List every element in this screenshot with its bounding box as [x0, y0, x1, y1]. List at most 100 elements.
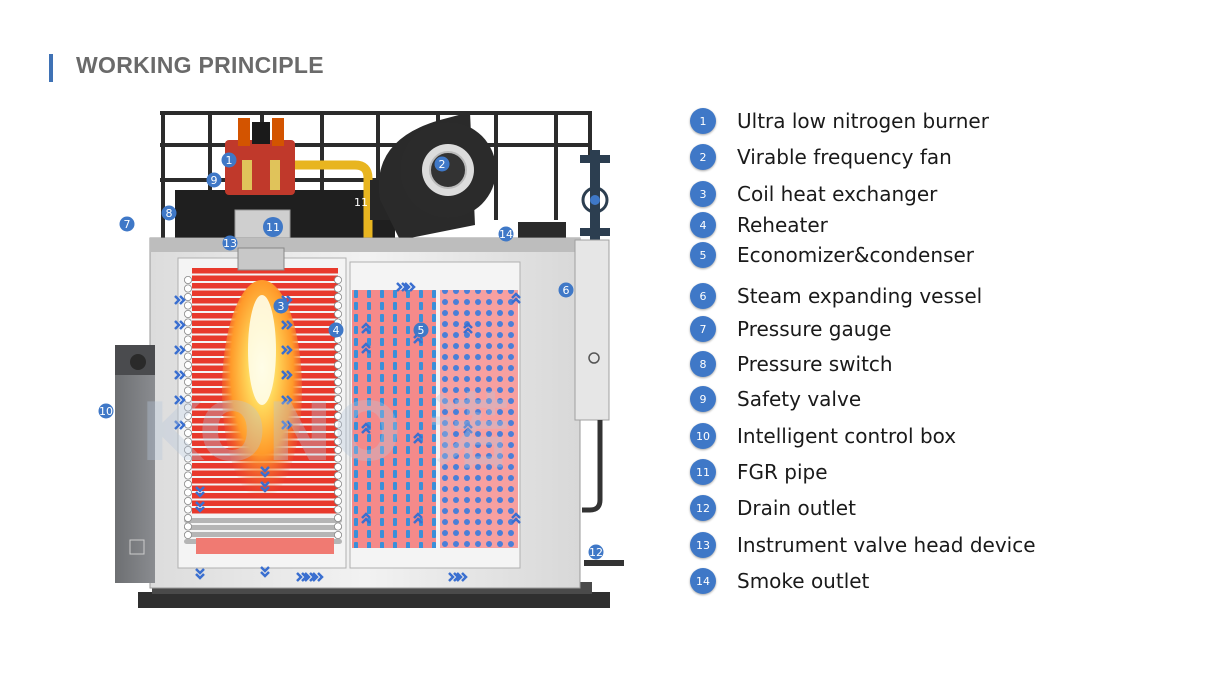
water-tube: [183, 428, 192, 437]
diagram-marker-7: 7: [119, 216, 135, 232]
water-tube: [183, 403, 192, 412]
water-tube: [333, 284, 342, 293]
water-tube: [333, 522, 342, 531]
marker-number: 9: [211, 174, 218, 187]
water-tube: [333, 488, 342, 497]
flow-arrow: [296, 572, 308, 582]
flow-arrow: [195, 568, 205, 580]
steam-vessel: [574, 239, 610, 421]
flow-arrow: [174, 420, 186, 430]
legend-label: Smoke outlet: [737, 569, 870, 593]
water-tube: [333, 531, 342, 540]
flow-arrow: [281, 370, 293, 380]
flow-arrow: [174, 345, 186, 355]
diagram-marker-3: 3: [273, 298, 289, 314]
legend-item: 5 Economizer&condenser: [690, 240, 974, 270]
flow-arrow: [281, 420, 293, 430]
marker-circle: [206, 172, 222, 188]
water-tube: [183, 454, 192, 463]
water-tube: [183, 343, 192, 352]
diagram-marker-9: 9: [206, 172, 222, 188]
flow-arrow: [361, 322, 371, 334]
flow-arrow: [463, 322, 473, 334]
legend-label: Virable frequency fan: [737, 145, 952, 169]
marker-circle: [221, 152, 237, 168]
marker-circle: [263, 217, 283, 237]
legend-label: FGR pipe: [737, 460, 828, 484]
legend-label: Economizer&condenser: [737, 243, 974, 267]
marker-circle: [413, 322, 429, 338]
marker-number: 6: [563, 284, 570, 297]
water-tube: [333, 292, 342, 301]
marker-circle: [273, 298, 289, 314]
flow-arrow: [174, 295, 186, 305]
water-tube: [333, 428, 342, 437]
marker-number: 5: [418, 324, 425, 337]
water-tube: [183, 514, 192, 523]
flow-arrow: [396, 282, 408, 292]
legend-label: Pressure gauge: [737, 317, 892, 341]
water-tube: [333, 352, 342, 361]
water-tube: [183, 301, 192, 310]
marker-circle: [328, 322, 344, 338]
marker-circle: [119, 216, 135, 232]
flow-arrows: [174, 282, 521, 582]
watermark: KONO 诺: [140, 386, 509, 479]
water-tube: [333, 369, 342, 378]
valve-assembly: [580, 150, 610, 240]
flow-arrow: [312, 572, 324, 582]
water-tube: [333, 437, 342, 446]
diagram-marker-5: 5: [413, 322, 429, 338]
water-tube: [333, 496, 342, 505]
diagram-marker-13: 13: [222, 235, 238, 251]
water-tube: [183, 488, 192, 497]
marker-circle: [588, 544, 604, 560]
water-tube: [183, 445, 192, 454]
flow-arrow: [174, 320, 186, 330]
marker-circle: [434, 156, 450, 172]
flow-arrow: [361, 342, 371, 354]
legend-label: Pressure switch: [737, 352, 893, 376]
legend-label: Steam expanding vessel: [737, 284, 983, 308]
water-tube: [333, 445, 342, 454]
water-tube: [333, 360, 342, 369]
title-accent-bar: [49, 54, 53, 82]
flow-arrow: [260, 481, 270, 493]
water-tube: [333, 386, 342, 395]
water-tube: [183, 522, 192, 531]
water-tube: [183, 369, 192, 378]
legend-number-badge: 11: [690, 459, 716, 485]
flow-arrow: [463, 422, 473, 434]
flow-arrow: [511, 292, 521, 304]
top-machinery: 11: [175, 112, 566, 259]
coil-tube: [192, 275, 338, 281]
water-tube: [333, 505, 342, 514]
water-tube: [183, 275, 192, 284]
flow-arrow: [413, 432, 423, 444]
marker-number: 11: [266, 221, 280, 234]
diagram-marker-4: 4: [328, 322, 344, 338]
legend-number-badge: 2: [690, 144, 716, 170]
water-tube: [333, 514, 342, 523]
water-tube: [183, 318, 192, 327]
water-tube: [333, 403, 342, 412]
marker-number: 3: [278, 300, 285, 313]
plate-label: 11: [354, 196, 368, 209]
legend-number-badge: 9: [690, 386, 716, 412]
marker-number: 1: [226, 154, 233, 167]
legend-number-badge: 6: [690, 283, 716, 309]
flow-arrow: [413, 512, 423, 524]
coil-tube: [192, 508, 338, 514]
diagram-marker-8: 8: [161, 205, 177, 221]
water-tube: [183, 309, 192, 318]
control-box: [115, 345, 155, 583]
legend-number-badge: 13: [690, 532, 716, 558]
coil-tube: [184, 525, 342, 530]
water-tube: [183, 496, 192, 505]
legend-number-badge: 5: [690, 242, 716, 268]
